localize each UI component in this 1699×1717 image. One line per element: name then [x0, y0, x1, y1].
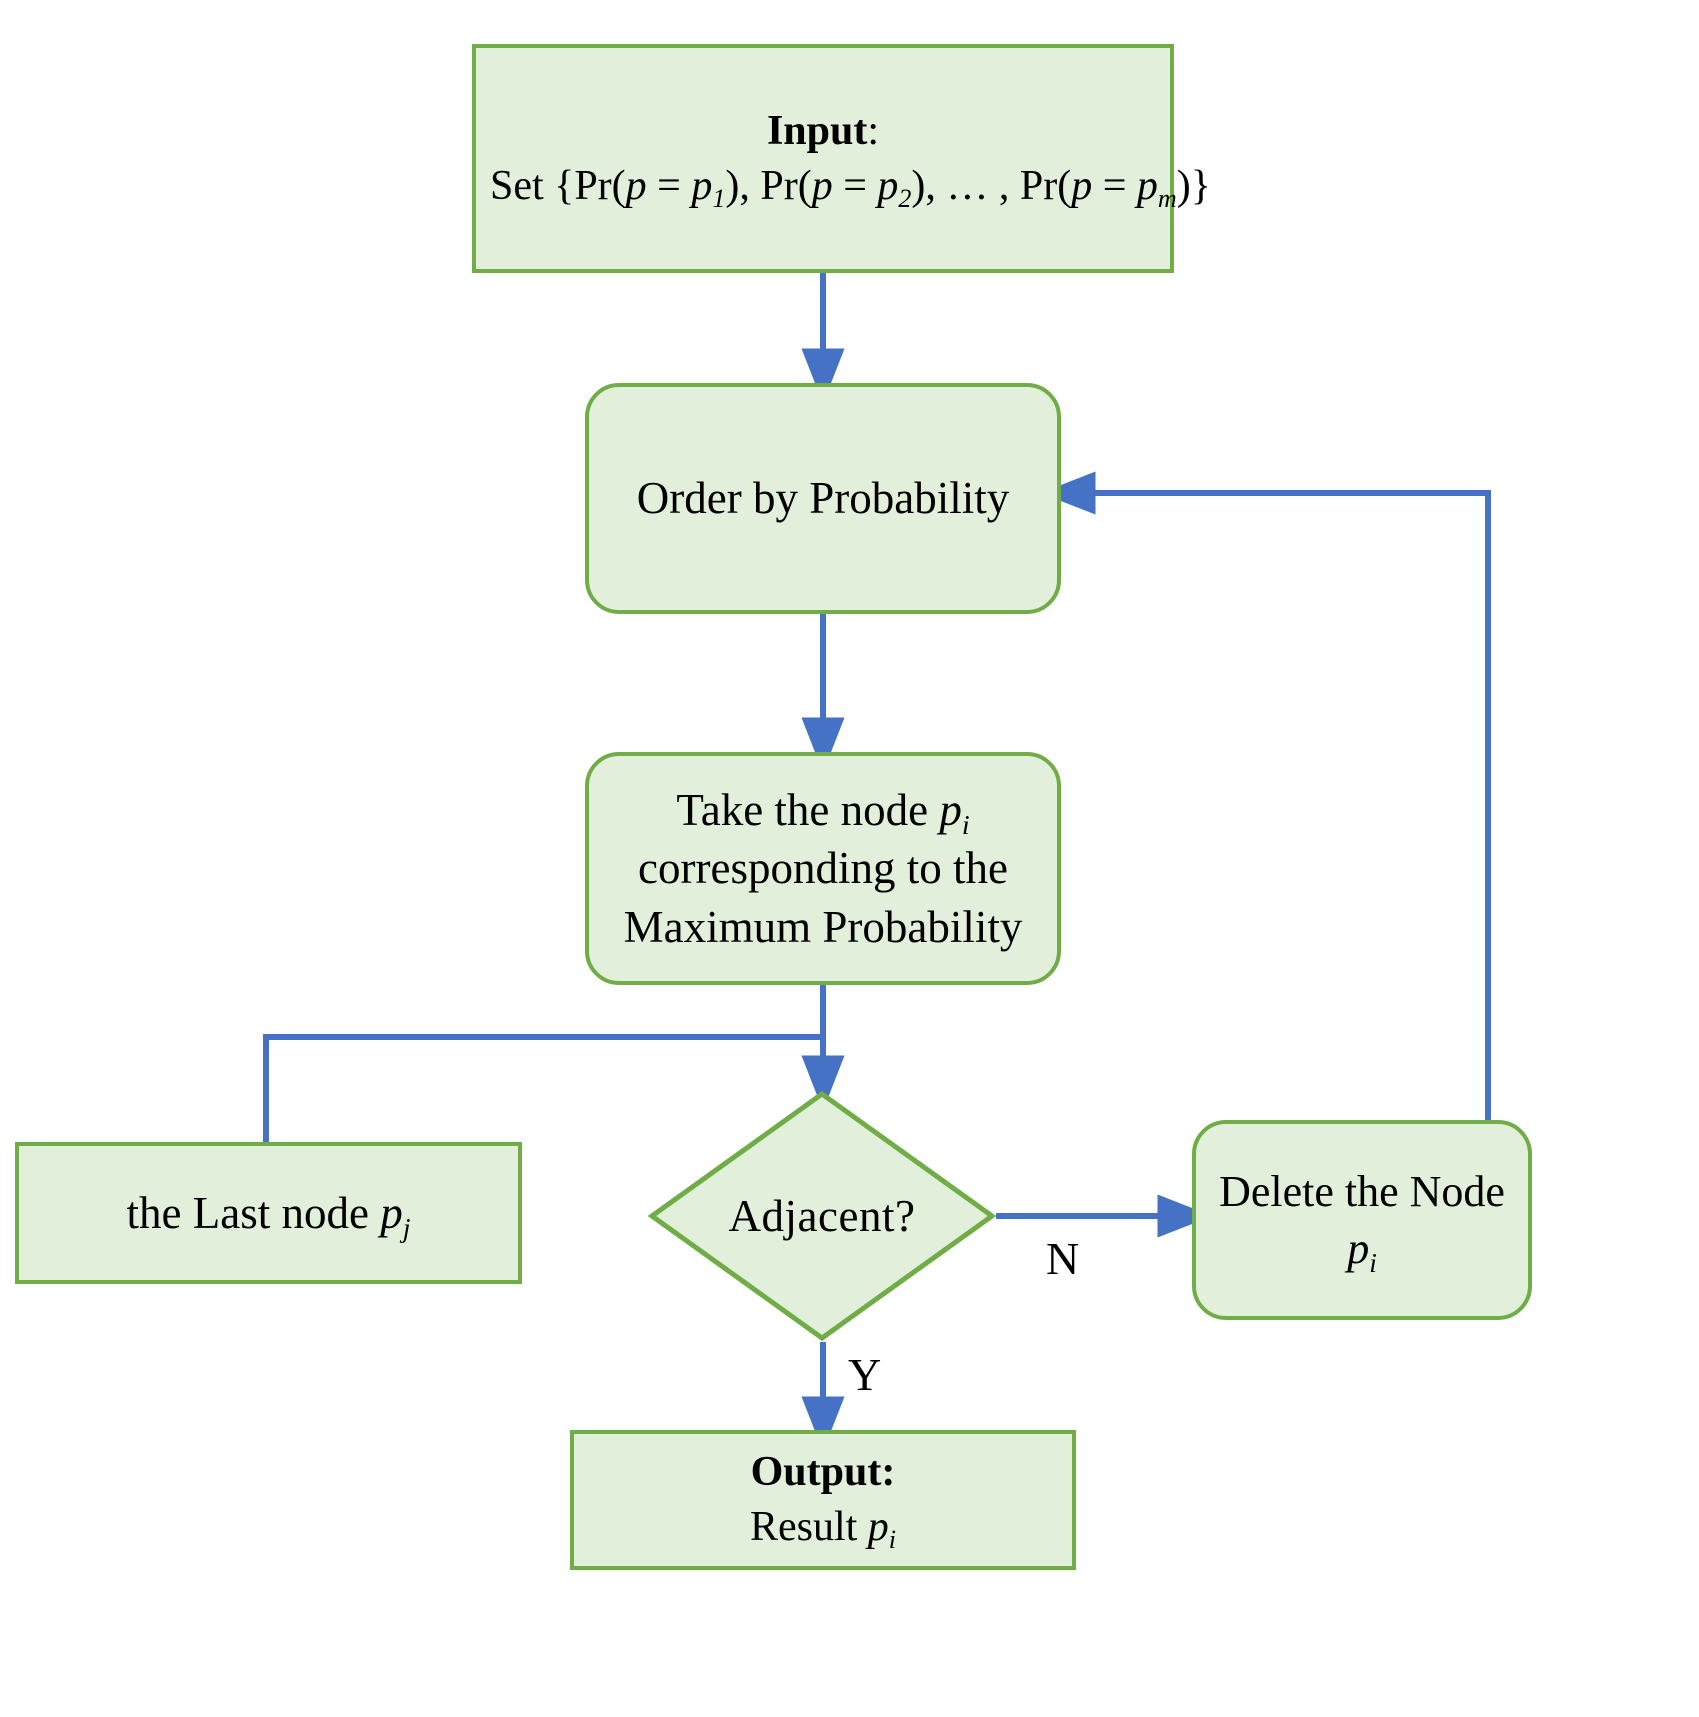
node-take-line1: Take the node pi: [603, 781, 1043, 841]
input-mid-1: ), Pr(: [725, 162, 812, 209]
delete-p-sub: i: [1369, 1247, 1377, 1278]
take-p-var: p: [939, 784, 962, 835]
node-delete-text: Delete the Node pi: [1196, 1163, 1528, 1278]
input-sub-2: 2: [898, 183, 912, 213]
last-p-var: p: [380, 1187, 403, 1238]
take-line1-text: Take the node: [676, 784, 940, 835]
node-input-colon: :: [867, 107, 880, 154]
node-output-line2: Result pi: [588, 1500, 1058, 1555]
node-adjacent-label-wrap: Adjacent?: [648, 1090, 996, 1342]
node-input[interactable]: Input: Set {Pr(p = p1), Pr(p = p2), … , …: [472, 44, 1211, 273]
output-p-sub: i: [888, 1525, 897, 1555]
take-p-sub: i: [961, 809, 970, 841]
node-take-max-probability[interactable]: Take the node pi corresponding to the Ma…: [585, 752, 1061, 985]
input-p-var-2: p: [811, 162, 833, 209]
input-sub-m: m: [1157, 183, 1177, 213]
edge-delete-loopback-to-order: [1040, 471, 1491, 1120]
node-output-text: Output: Result pi: [574, 1445, 1072, 1554]
node-delete-line2: pi: [1210, 1220, 1514, 1278]
input-eq-1: =: [646, 162, 692, 209]
input-ellipsis: ), … , Pr(: [911, 162, 1072, 209]
node-take-line2: corresponding to the: [638, 843, 1008, 894]
node-input-text: Input: Set {Pr(p = p1), Pr(p = p2), … , …: [476, 104, 1211, 214]
input-sub-1: 1: [712, 183, 726, 213]
output-result-text: Result: [749, 1504, 868, 1550]
last-p-sub: j: [402, 1212, 411, 1244]
node-adjacent-decision[interactable]: Adjacent?: [648, 1090, 996, 1342]
node-order-label: Order by Probability: [636, 473, 1010, 524]
input-pval-1: p: [691, 162, 713, 209]
node-output-title: Output:: [750, 1449, 896, 1496]
node-take-text: Take the node pi corresponding to the Ma…: [589, 781, 1057, 957]
node-last-text: the Last node pj: [19, 1184, 518, 1244]
node-order-by-probability[interactable]: Order by Probability: [585, 383, 1061, 614]
node-last-line1: the Last node pj: [33, 1184, 504, 1244]
last-label-text: the Last node: [126, 1187, 381, 1238]
node-last-node[interactable]: the Last node pj: [15, 1142, 522, 1284]
input-eq-3: =: [1092, 162, 1137, 209]
edge-label-no: N: [1046, 1233, 1080, 1284]
node-input-line1: Input:: [490, 104, 1156, 159]
node-delete-node[interactable]: Delete the Node pi: [1192, 1120, 1532, 1320]
input-pval-3: p: [1136, 162, 1158, 209]
diamond-shape: [648, 1090, 996, 1342]
node-output[interactable]: Output: Result pi: [570, 1430, 1076, 1570]
input-pval-2: p: [877, 162, 899, 209]
node-take-line3: Maximum Probability: [623, 901, 1023, 952]
node-delete-line1: Delete the Node: [1219, 1166, 1505, 1216]
input-close: )}: [1176, 162, 1211, 209]
input-p-var-3: p: [1071, 162, 1093, 209]
node-order-text: Order by Probability: [589, 469, 1057, 528]
input-set-open: Set {Pr(: [490, 162, 626, 209]
delete-p-var: p: [1347, 1224, 1370, 1273]
node-input-line2: Set {Pr(p = p1), Pr(p = p2), … , Pr(p = …: [490, 159, 1211, 214]
node-input-title: Input: [766, 107, 868, 154]
input-eq-2: =: [832, 162, 878, 209]
input-p-var-1: p: [625, 162, 647, 209]
edge-label-yes: Y: [848, 1349, 882, 1400]
output-p-var: p: [867, 1504, 889, 1550]
node-adjacent-label: Adjacent?: [728, 1191, 916, 1241]
